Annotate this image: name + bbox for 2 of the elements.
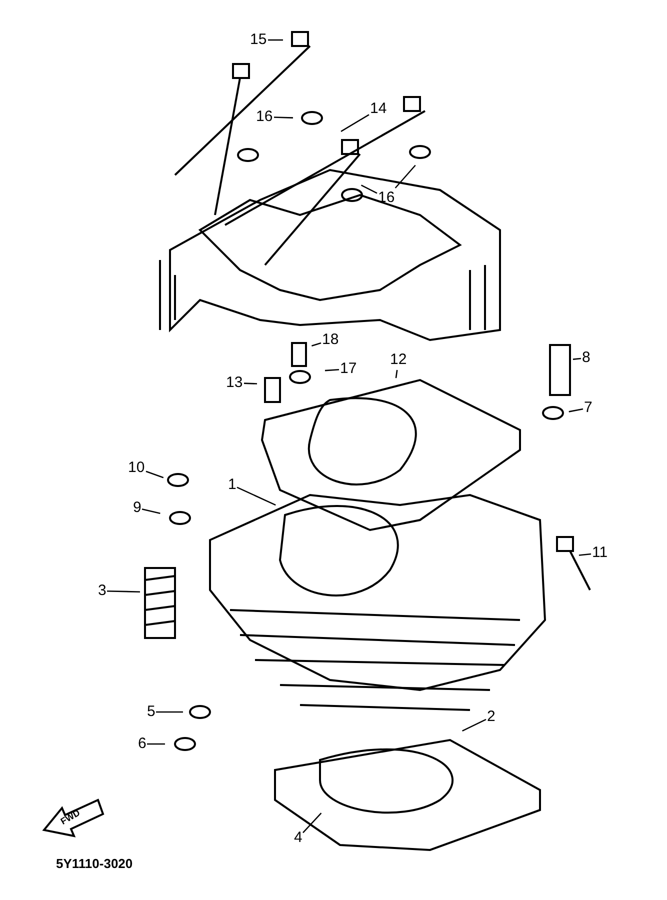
part-number: 5Y1110-3020 <box>56 856 133 871</box>
direction-label: FWD <box>58 808 82 826</box>
